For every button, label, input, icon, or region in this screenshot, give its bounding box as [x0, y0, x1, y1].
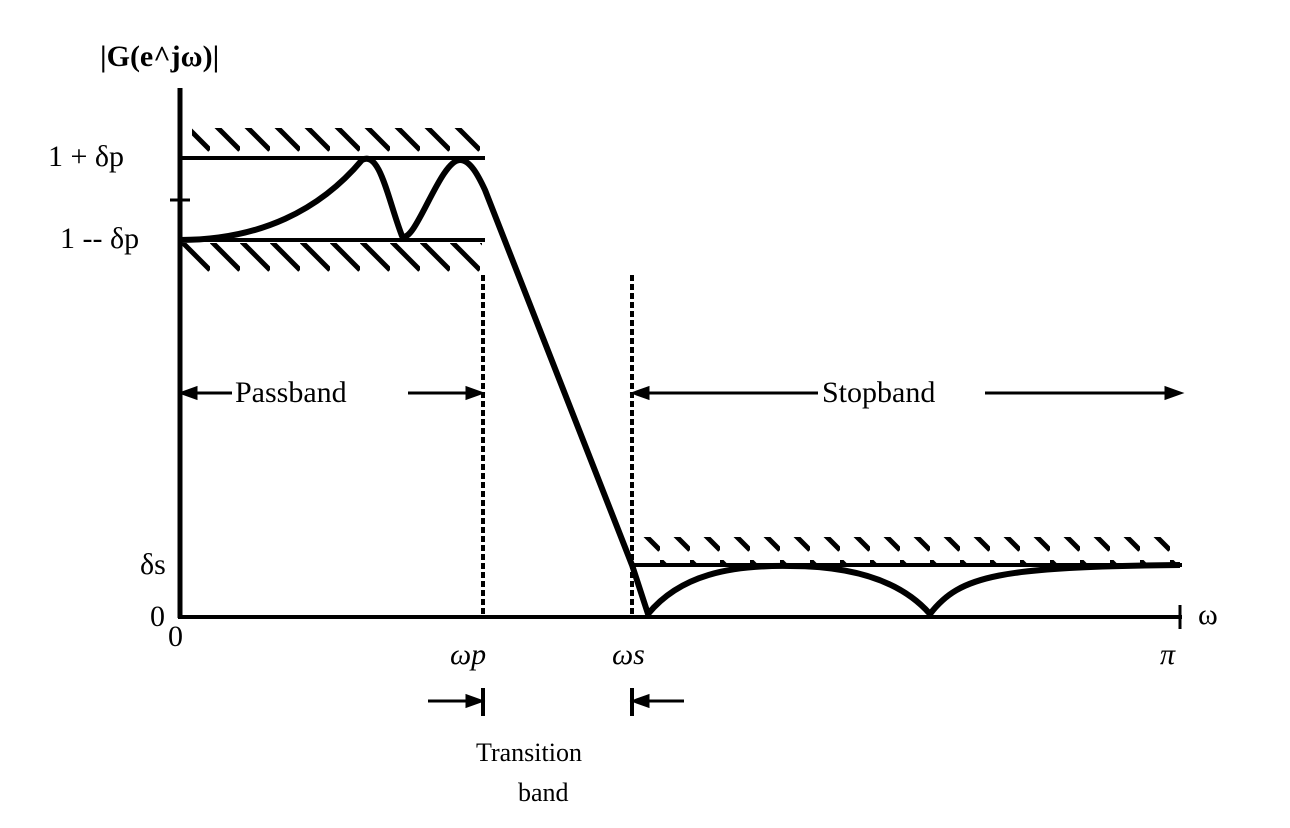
transition-label-line1: Transition	[476, 738, 582, 767]
passband-label: Passband	[235, 376, 347, 409]
transition-band-arrows	[428, 688, 684, 716]
y-axis-label: |G(e^jω)|	[100, 40, 220, 73]
x-tick-end: π	[1160, 638, 1176, 671]
passband-arrow	[177, 385, 486, 401]
transition-label-line2: band	[518, 778, 569, 807]
x-tick-stopband-edge: ωs	[612, 638, 645, 671]
y-tick-lower-passband: 1 -- δp	[60, 222, 140, 255]
x-tick-passband-edge: ωp	[450, 638, 487, 671]
stopband-arrow	[629, 385, 1185, 401]
stopband-label: Stopband	[822, 376, 936, 409]
y-tick-upper-passband: 1 + δp	[48, 140, 125, 173]
stopband-hatch	[640, 537, 1180, 563]
y-tick-stopband: δs	[140, 548, 166, 581]
x-axis-symbol: ω	[1198, 598, 1218, 631]
magnitude-response-curve	[179, 155, 1181, 617]
x-tick-origin: 0	[168, 620, 183, 653]
y-tick-zero: 0	[150, 600, 165, 633]
upper-passband-hatch	[192, 128, 482, 156]
lower-passband-hatch	[182, 243, 482, 275]
